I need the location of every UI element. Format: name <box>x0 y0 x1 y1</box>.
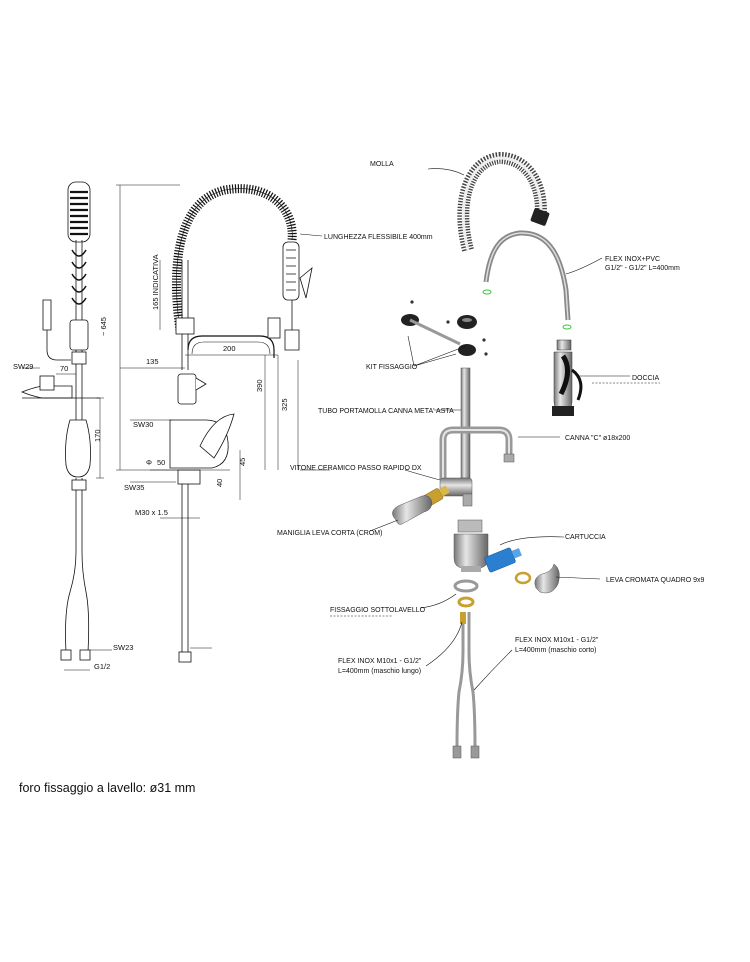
label-canna: CANNA "C" ø18x200 <box>565 435 630 442</box>
dim-45: 45 <box>238 458 247 466</box>
label-flex-pvc-2: G1/2" - G1/2" L=400mm <box>605 265 680 272</box>
label-flex-short-2: L=400mm (maschio corto) <box>515 647 597 654</box>
label-leva: LEVA CROMATA QUADRO 9x9 <box>606 577 705 584</box>
part-c-spout <box>439 426 515 480</box>
dim-sw23: SW23 <box>113 643 133 652</box>
part-flex-inox-hoses <box>452 612 480 759</box>
label-molla: MOLLA <box>370 161 394 168</box>
label-cartuccia: CARTUCCIA <box>565 534 606 541</box>
label-vitone: VITONE CERAMICO PASSO RAPIDO DX <box>290 465 422 472</box>
dimension-labels: ~ 645 165 INDICATIVA 135 200 390 325 70 … <box>13 254 289 671</box>
dim-390: 390 <box>255 379 264 392</box>
part-short-lever <box>392 495 433 525</box>
part-cartridge <box>484 547 522 573</box>
label-doccia: DOCCIA <box>632 375 660 382</box>
dim-50: 50 <box>157 458 165 467</box>
label-flex-short-1: FLEX INOX M10x1 - G1/2" <box>515 637 599 644</box>
part-mixer-body <box>453 519 489 572</box>
dim-135: 135 <box>146 357 159 366</box>
dim-200: 200 <box>223 344 236 353</box>
label-lunghezza: LUNGHEZZA FLESSIBILE 400mm <box>324 234 433 241</box>
sink-hole-caption: foro fissaggio a lavello: ø31 mm <box>19 781 196 795</box>
part-under-sink-nut <box>453 579 479 593</box>
part-chrome-lever <box>534 563 560 594</box>
part-shower-head <box>552 339 583 416</box>
dim-sw30: SW30 <box>133 420 153 429</box>
dim-40: 40 <box>215 479 224 487</box>
side-view <box>20 181 112 671</box>
front-view <box>116 184 330 663</box>
part-fixing-kit <box>401 300 488 356</box>
dim-165: 165 INDICATIVA <box>151 254 160 310</box>
dim-phi: Φ <box>146 458 152 467</box>
label-flex-long-2: L=400mm (maschio lungo) <box>338 668 421 675</box>
dim-325: 325 <box>280 398 289 411</box>
label-flex-pvc-1: FLEX INOX+PVC <box>605 256 660 263</box>
label-tubo: TUBO PORTAMOLLA CANNA META' ASTA <box>318 408 454 415</box>
dim-645: ~ 645 <box>99 317 108 336</box>
dim-sw29: SW29 <box>13 362 33 371</box>
label-kit: KIT FISSAGGIO <box>366 364 418 371</box>
dim-170: 170 <box>93 429 102 442</box>
dim-g12: G1/2 <box>94 662 110 671</box>
dim-m30: M30 x 1.5 <box>135 508 168 517</box>
exploded-labels: MOLLA LUNGHEZZA FLESSIBILE 400mm FLEX IN… <box>277 161 705 675</box>
side-spring <box>67 181 91 305</box>
dim-70: 70 <box>60 364 68 373</box>
front-spring <box>171 184 297 331</box>
exploded-view <box>330 151 660 759</box>
dim-sw35: SW35 <box>124 483 144 492</box>
label-maniglia: MANIGLIA LEVA CORTA (CROM) <box>277 530 382 537</box>
label-flex-long-1: FLEX INOX M10x1 - G1/2" <box>338 658 422 665</box>
part-flex-hose <box>483 230 571 321</box>
label-fissaggio: FISSAGGIO SOTTOLAVELLO <box>330 607 426 614</box>
part-spring-holder-tube <box>460 367 471 479</box>
